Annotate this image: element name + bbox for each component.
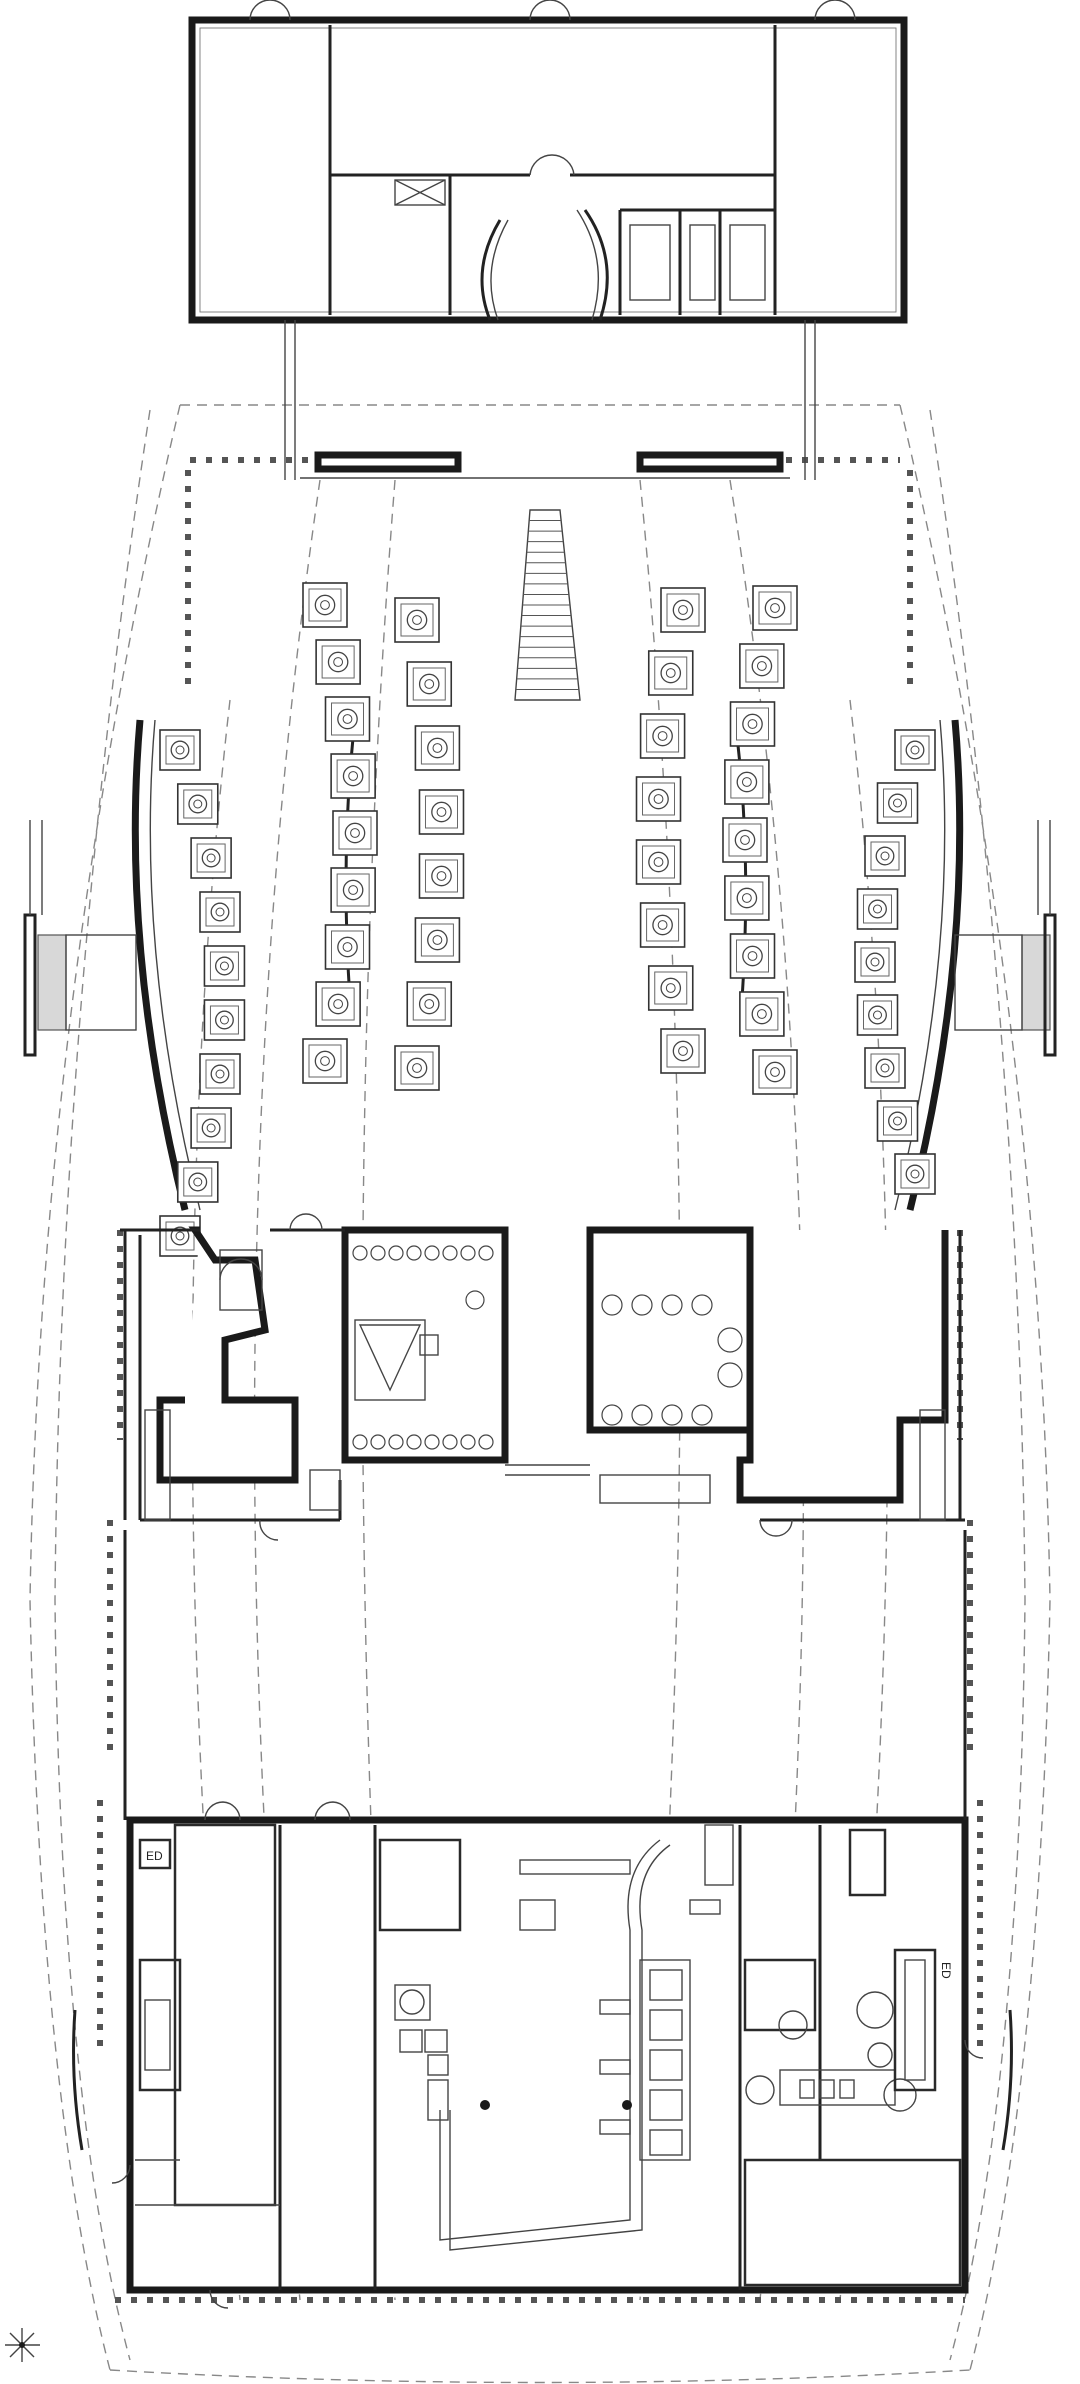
seat-unit [739, 643, 785, 689]
seat-unit [635, 839, 682, 885]
middle-service-block [120, 1226, 965, 1522]
side-glazing [72, 2009, 1013, 2151]
seat-unit [414, 725, 461, 771]
seat-unit [394, 597, 440, 643]
entrance-corridor [284, 320, 816, 480]
chair [601, 1294, 623, 1316]
table-seats [352, 1245, 743, 1450]
seat-unit [190, 1107, 232, 1149]
chair [352, 1245, 368, 1261]
chair [424, 1434, 440, 1450]
chair [601, 1404, 623, 1426]
seat-unit [406, 981, 453, 1027]
seat-unit [724, 875, 770, 921]
seat-unit [203, 999, 246, 1041]
envelope-outline [29, 404, 1051, 2384]
seat-unit [414, 917, 461, 963]
chair [352, 1434, 368, 1450]
chair [406, 1245, 422, 1261]
seat-unit [864, 835, 906, 877]
seat-unit [199, 1053, 241, 1095]
chair [631, 1404, 653, 1426]
seat-unit [635, 776, 682, 822]
seat-unit [752, 1049, 798, 1095]
chair [691, 1294, 713, 1316]
seat-unit [894, 729, 936, 771]
seat-unit [854, 941, 896, 983]
chair [478, 1245, 494, 1261]
chair [388, 1434, 404, 1450]
seat-unit [729, 701, 776, 747]
middle-doors [259, 1213, 793, 1541]
seat-unit [176, 1161, 219, 1203]
chair [406, 1434, 422, 1450]
seat-unit [159, 1215, 201, 1257]
seat-unit [639, 713, 686, 759]
ed-label-left: ED [146, 1849, 163, 1863]
seat-unit [332, 810, 378, 856]
chair [691, 1404, 713, 1426]
seat-unit [302, 1038, 348, 1084]
seat-unit [324, 696, 371, 742]
chair [442, 1245, 458, 1261]
chair [717, 1327, 743, 1353]
seat-unit [418, 853, 465, 899]
seat-unit [159, 729, 201, 771]
chair [424, 1245, 440, 1261]
chair [460, 1245, 476, 1261]
seat-unit [647, 965, 694, 1011]
seat-unit [722, 817, 768, 863]
ed-label-right: ED [939, 1962, 953, 1979]
seating-rows [159, 582, 936, 1257]
seat-unit [752, 585, 798, 631]
seat-unit [647, 650, 694, 696]
chair [661, 1404, 683, 1426]
seat-unit [729, 933, 776, 979]
seat-unit [203, 945, 246, 987]
lower-workshop-block [111, 1530, 984, 2309]
seat-unit [406, 661, 453, 707]
chair [388, 1245, 404, 1261]
seat-unit [199, 891, 241, 933]
seat-unit [856, 994, 899, 1036]
seat-unit [330, 753, 376, 799]
seat-unit [639, 902, 686, 948]
seat-unit [864, 1047, 906, 1089]
chair [478, 1434, 494, 1450]
entrance-building [188, 0, 908, 324]
chair [631, 1294, 653, 1316]
chair [465, 1290, 485, 1310]
seat-unit [876, 782, 919, 824]
chair [442, 1434, 458, 1450]
seat-unit [394, 1045, 440, 1091]
chair [370, 1434, 386, 1450]
seat-unit [190, 837, 232, 879]
seat-unit [324, 924, 371, 970]
chair [661, 1294, 683, 1316]
seat-unit [330, 867, 376, 913]
seat-unit [660, 587, 706, 633]
seat-unit [418, 789, 465, 835]
seat-unit [876, 1100, 919, 1142]
seat-unit [894, 1153, 936, 1195]
seat-unit [739, 991, 785, 1037]
seat-unit [315, 981, 361, 1027]
seat-unit [660, 1028, 706, 1074]
seat-unit [176, 783, 219, 825]
north-arrow-icon [5, 2328, 40, 2362]
chair [460, 1434, 476, 1450]
seat-unit [315, 639, 361, 685]
chair [370, 1245, 386, 1261]
central-stair [514, 509, 581, 701]
seat-unit [856, 888, 899, 930]
chair [717, 1362, 743, 1388]
seat-unit [724, 759, 770, 805]
seat-unit [302, 582, 348, 628]
